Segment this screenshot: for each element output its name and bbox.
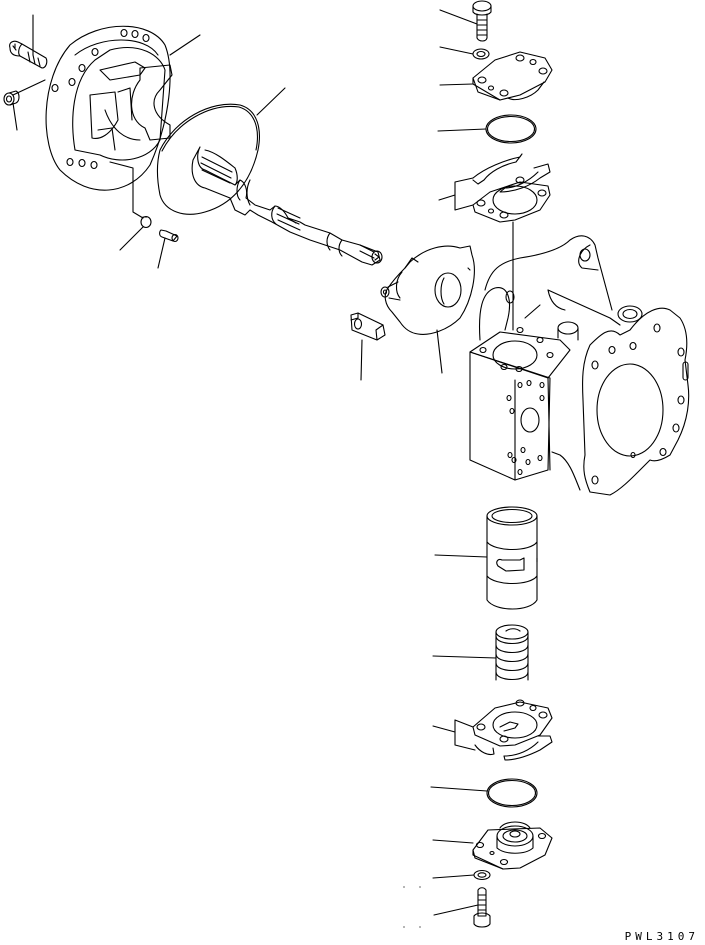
spring xyxy=(496,625,528,680)
end-flange xyxy=(46,26,172,190)
key-plate xyxy=(351,313,385,340)
top-o-ring xyxy=(486,115,536,143)
speckles xyxy=(403,886,421,928)
top-washer xyxy=(473,49,489,59)
top-cover xyxy=(473,52,552,100)
servo-piston xyxy=(487,507,537,609)
bottom-gasket-set xyxy=(455,700,552,760)
leader-lines xyxy=(13,10,513,915)
bottom-cover xyxy=(473,822,552,869)
o-ring-large xyxy=(157,104,259,214)
pump-housing xyxy=(470,236,689,495)
bottom-bolt xyxy=(474,888,490,927)
flange-holes xyxy=(52,30,149,169)
dowel-pin xyxy=(141,217,151,228)
splined-shaft xyxy=(192,147,382,265)
bottom-washer xyxy=(474,871,490,880)
top-gasket-set xyxy=(455,154,550,222)
roller-pin xyxy=(160,230,178,242)
plug-left xyxy=(4,91,19,105)
bottom-o-ring xyxy=(487,779,537,807)
top-bolt xyxy=(473,1,491,41)
drawing-code-label: PWL3107 xyxy=(624,930,699,943)
swash-plate xyxy=(381,246,474,334)
cap-bolt-left xyxy=(10,41,47,68)
